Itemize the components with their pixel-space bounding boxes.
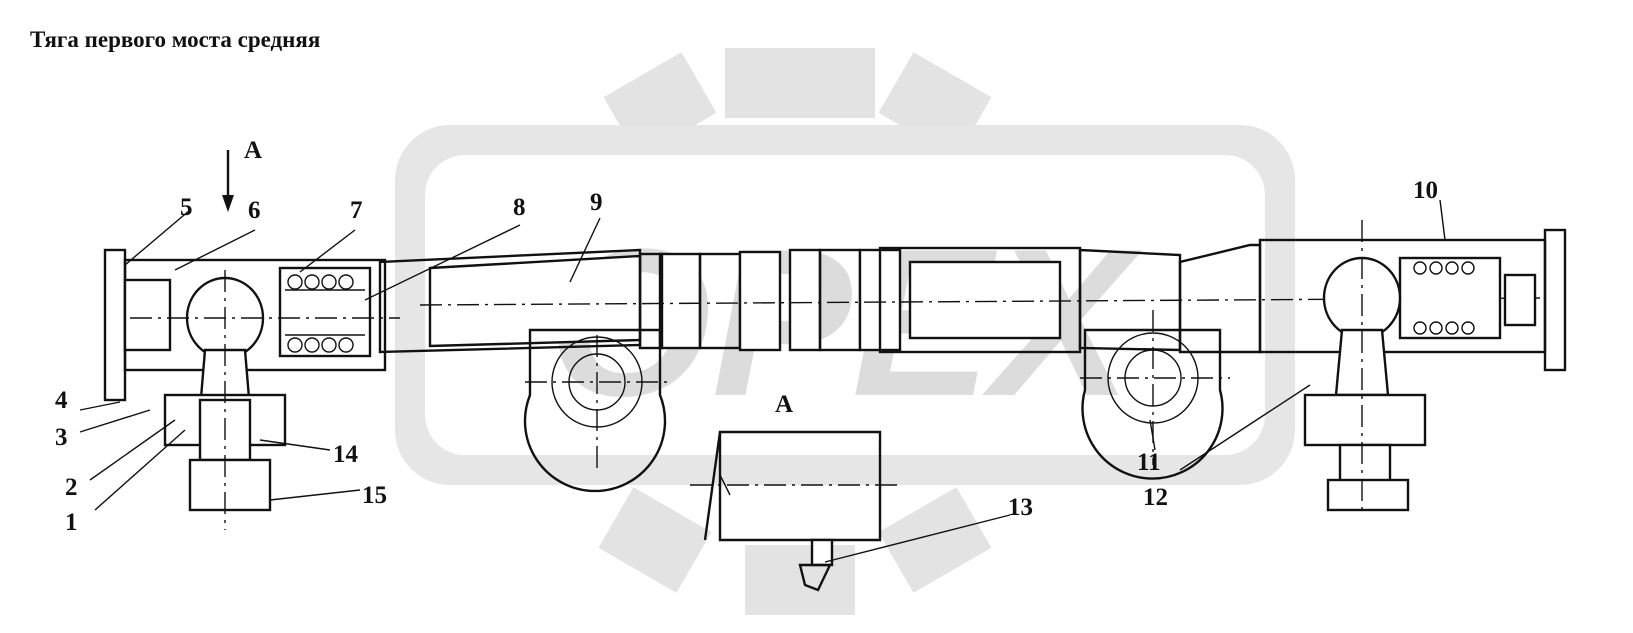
callout-9: 9 [590, 189, 603, 216]
ball-joint-right [1258, 220, 1567, 512]
callout-labels: 1 2 3 4 5 6 7 8 9 10 11 12 13 14 15 [55, 177, 1438, 536]
callout-12: 12 [1143, 484, 1168, 511]
callout-14: 14 [333, 441, 359, 468]
callout-2: 2 [65, 474, 78, 501]
callout-4: 4 [55, 387, 68, 414]
callout-10: 10 [1413, 177, 1438, 204]
ball-joint-left [103, 248, 400, 530]
callout-6: 6 [248, 197, 261, 224]
callout-3: 3 [55, 424, 68, 451]
rod-lug-left [523, 328, 670, 493]
view-a-detail [690, 430, 900, 592]
callout-13: 13 [1008, 494, 1033, 521]
callout-8: 8 [513, 194, 526, 221]
view-arrow-label: А [244, 137, 262, 164]
callout-11: 11 [1137, 449, 1161, 476]
view-direction-arrow: А А [222, 137, 793, 418]
view-detail-label: А [775, 391, 793, 418]
leader-lines [79, 199, 1446, 563]
watermark-logo: OPEX [395, 48, 1295, 615]
callout-15: 15 [362, 482, 387, 509]
callout-1: 1 [65, 509, 78, 536]
drawing-title: Тяга первого моста средняя [30, 27, 321, 52]
rod-body [378, 243, 1541, 354]
callout-5: 5 [180, 194, 193, 221]
callout-7: 7 [350, 197, 363, 224]
